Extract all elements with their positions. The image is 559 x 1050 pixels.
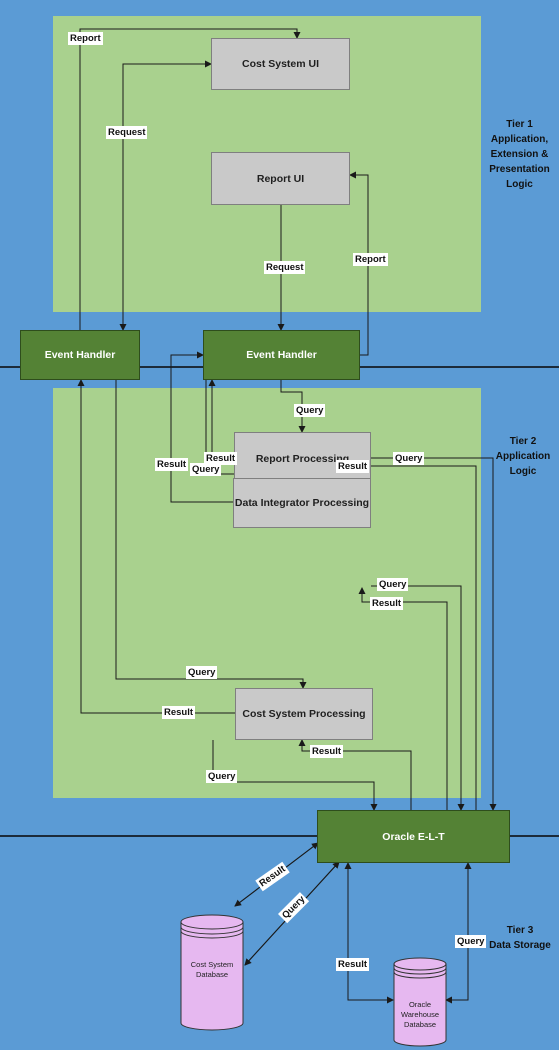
edge-query-rp-right — [371, 457, 497, 811]
oracle-elt-box[interactable]: Oracle E-L-T — [317, 810, 510, 863]
label-result-left: Result — [155, 458, 189, 471]
tier1-label: Tier 1 Application, Extension & Presenta… — [482, 117, 557, 192]
event-handler-right-label: Event Handler — [246, 349, 317, 361]
edge-result-csp-bottom — [298, 739, 412, 810]
tier3-label: Tier 3 Data Storage — [482, 923, 558, 953]
edge-query-bottom — [212, 740, 378, 811]
tier2-line2: Application — [495, 451, 551, 462]
label-query-bottom: Query — [206, 770, 238, 783]
label-result-csp-left: Result — [162, 706, 196, 719]
edge-query-db2 — [446, 862, 472, 1001]
tier2-line3: Logic — [509, 466, 537, 477]
label-result-rp-bottom: Result — [336, 460, 370, 473]
cost-system-db-line2: Database — [195, 970, 229, 979]
label-result-rp-left: Result — [204, 452, 238, 465]
oracle-elt-label: Oracle E-L-T — [382, 830, 445, 843]
cost-system-db-shape — [180, 914, 244, 1031]
data-integrator-processing-label: Data Integrator Processing — [234, 497, 370, 509]
report-ui-label: Report UI — [256, 172, 305, 185]
label-request-mid: Request — [264, 261, 306, 274]
report-ui-box[interactable]: Report UI — [211, 152, 350, 205]
cost-system-processing-label: Cost System Processing — [242, 708, 366, 720]
oracle-warehouse-db-line2: Database — [403, 1020, 437, 1029]
oracle-warehouse-db-label: Oracle Warehouse Database — [389, 1000, 451, 1030]
label-query-di: Query — [377, 578, 409, 591]
edge-report-top — [79, 28, 301, 330]
label-query-rp-right: Query — [393, 452, 425, 465]
tier3-line1: Tier 3 — [506, 925, 534, 936]
report-processing-box[interactable]: Report Processing — [234, 432, 371, 485]
edge-result-di — [358, 587, 448, 810]
label-query-csp: Query — [186, 666, 218, 679]
label-request-left: Request — [106, 126, 148, 139]
edge-query-csp — [115, 380, 307, 689]
cost-system-db-label: Cost System Database — [181, 960, 243, 980]
tier1-line2: Extension & — [490, 149, 549, 160]
tier1-line1: Tier 1 Application, — [490, 119, 549, 145]
event-handler-left-label: Event Handler — [44, 349, 116, 361]
cost-system-ui-box[interactable]: Cost System UI — [211, 38, 350, 90]
label-result-csp-bottom: Result — [310, 745, 344, 758]
cost-system-processing-box[interactable]: Cost System Processing — [235, 688, 373, 740]
cost-system-ui-label: Cost System UI — [241, 58, 320, 70]
oracle-warehouse-db-line1: Oracle Warehouse — [400, 1000, 440, 1019]
report-processing-label: Report Processing — [255, 452, 350, 465]
oracle-warehouse-db-shape — [393, 957, 447, 1047]
edge-result-db2 — [347, 863, 394, 1004]
label-query-rp: Query — [294, 404, 326, 417]
edge-request-left — [119, 63, 211, 331]
event-handler-left-box[interactable]: Event Handler — [20, 330, 140, 380]
data-integrator-processing-box[interactable]: Data Integrator Processing — [233, 478, 371, 528]
label-result-db2: Result — [336, 958, 370, 971]
edge-result-rp-left — [208, 379, 234, 459]
cost-system-db-line1: Cost System — [190, 960, 234, 969]
edge-result-left — [170, 351, 233, 503]
label-report-right: Report — [353, 253, 388, 266]
label-report-top: Report — [68, 32, 103, 45]
tier2-line1: Tier 2 — [509, 436, 537, 447]
tier2-label: Tier 2 Application Logic — [488, 434, 558, 479]
label-query-db2: Query — [455, 935, 487, 948]
label-query-mid: Query — [190, 463, 222, 476]
event-handler-right-box[interactable]: Event Handler — [203, 330, 360, 380]
tier1-line3: Presentation Logic — [489, 164, 550, 190]
tier3-line2: Data Storage — [489, 940, 551, 951]
label-result-di: Result — [370, 597, 404, 610]
